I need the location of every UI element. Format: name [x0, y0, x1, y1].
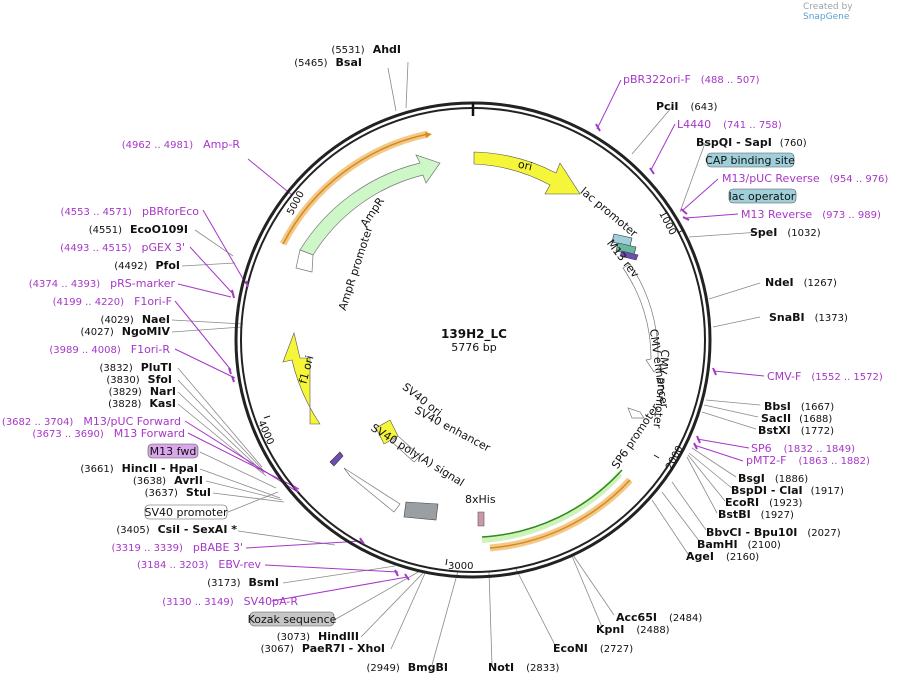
- leader-lines: [171, 61, 761, 666]
- plasmid-name: 139H2_LC: [441, 327, 507, 342]
- primer-pbrforeco: (4553 .. 4571)pBRforEco: [61, 205, 200, 218]
- enzyme-ecoo109i: (4551)EcoO109I: [89, 223, 188, 236]
- enzyme-paer7i-xhoi: (3067)PaeR7I - XhoI: [261, 642, 385, 655]
- enzyme-bsgi: BsgI(1886): [738, 472, 808, 485]
- ampr-arrow: [299, 154, 441, 256]
- enzyme-econi: EcoNI(2727): [553, 642, 633, 655]
- primer-m13-puc-reverse: M13/pUC Reverse(954 .. 976): [722, 172, 888, 185]
- enzyme-hindiii: (3073)HindIII: [277, 630, 359, 643]
- feature-arrows: [279, 130, 665, 552]
- enzyme-bspqi-sapi: BspQI - SapI(760): [696, 136, 807, 149]
- lac-promoter-label: lac promoter: [578, 185, 641, 241]
- primer-pbabe-3: (3319 .. 3339)pBABE 3': [112, 541, 244, 554]
- primer-cmv-f: CMV-F(1552 .. 1572): [767, 370, 883, 383]
- primer-amp-r: (4962 .. 4981)Amp-R: [122, 138, 241, 151]
- ampr-promoter-arrow: [295, 249, 314, 273]
- primer-f1ori-f: (4199 .. 4220)F1ori-F: [53, 295, 172, 308]
- enzyme-bsai: (5465)BsaI: [294, 56, 362, 69]
- primer-m13-reverse: M13 Reverse(973 .. 989): [741, 208, 881, 221]
- right-enzyme-labels: PciI(643) BspQI - SapI(760) SpeI(1032) N…: [488, 100, 848, 674]
- primer-sv40pa-r: (3130 .. 3149)SV40pA-R: [162, 595, 298, 608]
- enzyme-bbsi: BbsI(1667): [764, 400, 834, 413]
- enzyme-agei: AgeI(2160): [686, 550, 759, 563]
- enzyme-spei: SpeI(1032): [750, 226, 821, 239]
- tick-label-3000: 3000: [448, 561, 473, 572]
- enzyme-bbvci-bpu10i: BbvCI - Bpu10I(2027): [706, 526, 841, 539]
- enzyme-csii-sexai: (3405)CsiI - SexAI *: [116, 523, 237, 536]
- enzyme-pcii: PciI(643): [656, 100, 717, 113]
- enzyme-bmgbi: (2949)BmgBI: [367, 661, 448, 674]
- enzyme-bstxi: BstXI(1772): [758, 424, 834, 437]
- enzyme-hincii-hpai: (3661)HincII - HpaI: [80, 462, 198, 475]
- enzyme-bspdi-clai: BspDI - ClaI(1917): [731, 484, 844, 497]
- enzyme-ndei: NdeI(1267): [765, 276, 837, 289]
- cap-binding-site-label: CAP binding site: [705, 154, 795, 167]
- enzyme-pluti: (3832)PluTI: [99, 361, 172, 374]
- plasmid-length: 5776 bp: [451, 341, 496, 354]
- enzyme-stui: (3637)StuI: [145, 486, 211, 499]
- enzyme-snabi: SnaBI(1373): [769, 311, 848, 324]
- ampr-promoter-label: AmpR promoter: [336, 224, 376, 312]
- left-primer-labels: (4962 .. 4981)Amp-R (4553 .. 4571)pBRfor…: [2, 138, 298, 608]
- primer-prs-marker: (4374 .. 4393)pRS-marker: [29, 277, 176, 290]
- enzyme-acc65i: Acc65I(2484): [616, 611, 702, 624]
- enzyme-naei: (4029)NaeI: [101, 313, 170, 326]
- snapgene-watermark: Created by SnapGene: [803, 2, 853, 22]
- enzyme-bstbi: BstBI(1927): [718, 508, 794, 521]
- primer-pbr322ori-f: pBR322ori-F(488 .. 507): [623, 73, 760, 86]
- enzyme-bamhi: BamHI(2100): [697, 538, 781, 551]
- tick-label-2000: 2000: [664, 444, 686, 472]
- primer-ebv-rev: (3184 .. 3203)EBV-rev: [137, 558, 261, 571]
- amp-r-primer-band: [279, 130, 429, 246]
- sv40-enhancer-label: SV40 enhancer: [412, 404, 492, 455]
- enzyme-bsmi: (3173)BsmI: [207, 576, 279, 589]
- m13-fwd-label: M13 fwd: [150, 445, 197, 458]
- enzyme-ngomiv: (4027)NgoMIV: [81, 325, 171, 338]
- enzyme-noti: NotI(2833): [488, 661, 559, 674]
- enzyme-nari: (3829)NarI: [109, 385, 176, 398]
- primer-ticks: [228, 123, 717, 581]
- sv40-polya-arrow: [343, 467, 401, 513]
- orf-green-band: [481, 471, 623, 543]
- right-primer-labels: pBR322ori-F(488 .. 507) L4440(741 .. 758…: [623, 73, 888, 467]
- lac-operator-label: lac operator: [729, 190, 796, 203]
- primer-m13-forward: (3673 .. 3690)M13 Forward: [32, 427, 185, 440]
- primer-pmt2-f: pMT2-F(1863 .. 1882): [746, 454, 870, 467]
- sv40-promoter-label: SV40 promoter: [144, 506, 228, 519]
- enzyme-avrii: (3638)AvrII: [133, 474, 203, 487]
- 8xhis-label: 8xHis: [465, 493, 496, 506]
- primer-pgex-3: (4493 .. 4515)pGEX 3': [60, 241, 185, 254]
- enzyme-sfoi: (3830)SfoI: [106, 373, 172, 386]
- enzyme-kpni: KpnI(2488): [596, 623, 670, 636]
- primer-l4440: L4440(741 .. 758): [677, 118, 782, 131]
- cmv-enhancer-arrow: [622, 263, 665, 373]
- 8xhis-box: [477, 511, 485, 527]
- ori-arrow: [473, 151, 581, 195]
- sv40-polya-box: [403, 501, 439, 521]
- kozak-sequence-label: Kozak sequence: [248, 613, 337, 626]
- ori-label: ori: [517, 158, 534, 174]
- primer-sp6: SP6(1832 .. 1849): [751, 442, 855, 455]
- primer-leader-lines: [174, 79, 765, 602]
- left-enzyme-labels: (5531)AhdI (5465)BsaI (4551)EcoO109I (44…: [80, 43, 448, 674]
- enzyme-ahdi: (5531)AhdI: [331, 43, 401, 56]
- f1-ori-arrow: [282, 331, 321, 425]
- enzyme-ecori: EcoRI(1923): [725, 496, 803, 509]
- enzyme-kasi: (3828)KasI: [108, 397, 176, 410]
- enzyme-pfoi: (4492)PfoI: [114, 259, 180, 272]
- primer-m13-puc-forward: (3682 .. 3704)M13/pUC Forward: [2, 415, 181, 428]
- primer-f1ori-r: (3989 .. 4008)F1ori-R: [49, 343, 170, 356]
- enzyme-sacii: SacII(1688): [761, 412, 832, 425]
